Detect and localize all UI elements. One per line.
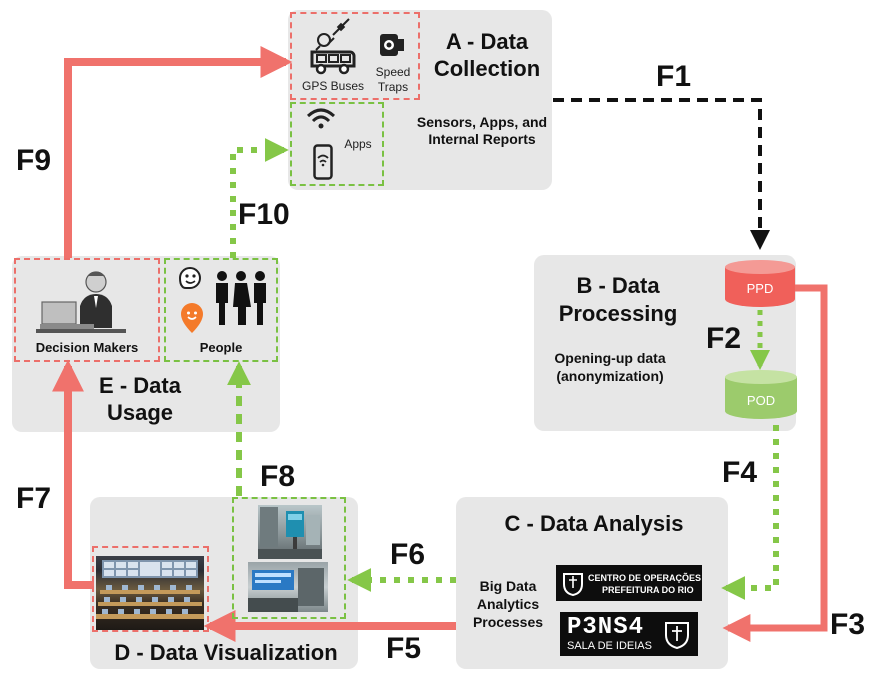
control-room-picture [96,560,204,619]
smartphone-icon [313,144,333,180]
flow-f6-label: F6 [390,538,426,571]
apps-label: Apps [344,137,372,151]
ppd-database-icon [725,260,795,307]
decision-makers-label: Decision Makers [35,340,139,355]
flow-f7-label: F7 [16,482,52,515]
panel-c-subtitle-line1: Big Data [479,578,537,594]
station-display-image [248,562,328,612]
flow-f4-arrow [721,425,779,600]
panel-a-title-line1: A - Data [445,29,529,54]
wifi-icon [306,108,336,129]
apps-box [290,102,384,186]
panel-c-title: C - Data Analysis [504,511,684,536]
rio-crest-icon [563,573,583,596]
station-display-picture [248,568,324,612]
flow-f1-arrow [553,98,770,250]
panel-c-subtitle-line2: Analytics [476,596,540,612]
speed-camera-icon [380,34,404,56]
panel-a-title-line2: Collection [433,56,541,81]
panel-e-title-line1: E - Data [99,373,181,398]
panel-c-subtitle-line3: Processes [472,614,544,630]
ppd-label: PPD [746,281,774,296]
flow-f9-label: F9 [16,144,52,177]
pod-label: POD [746,393,776,408]
decision-maker-icon [36,271,126,333]
satellite-icon [332,18,350,36]
p3ns4-logo-text: P3NS4 [567,614,645,641]
flow-f9-arrow [64,46,293,258]
flow-f8-label: F8 [260,460,296,493]
control-room-box [92,546,209,632]
people-label: People [199,340,243,355]
public-displays-box [232,497,346,619]
panel-b-subtitle-line1: Opening-up data [554,350,666,366]
p3ns4-logo: P3NS4 SALA DE IDEIAS [560,612,698,656]
flow-f10-arrow [230,138,289,258]
panel-b-subtitle-line2: (anonymization) [556,368,664,384]
flow-f5-label: F5 [386,632,422,665]
flow-f2-label: F2 [706,322,742,355]
flow-f7-arrow [52,359,94,589]
panel-d-title: D - Data Visualization [114,640,338,665]
ppd-database: PPD [724,259,796,309]
rio-crest-icon-small [665,622,689,649]
centro-logo-line2: PREFEITURA DO RIO [602,585,694,595]
street-display-picture [258,507,322,559]
street-display-image [258,505,322,559]
panel-b-title-line2: Processing [558,301,678,326]
flow-f1-label: F1 [656,60,692,93]
pod-database: POD [724,369,798,421]
people-group-icon [216,271,266,325]
sala-ideias-text: SALA DE IDEIAS [567,640,652,652]
pod-database-icon [725,370,797,419]
bus-icon [310,33,356,75]
panel-e-title-line2: Usage [106,400,174,425]
speed-traps-label-line2: Traps [377,80,409,94]
panel-b-title-line1: B - Data [576,273,660,298]
location-pin-icon [181,303,203,333]
decision-makers-box [14,258,160,362]
flow-f3-arrow [722,284,828,642]
speed-traps-label-line1: Speed [375,65,411,79]
people-box [164,258,278,362]
panel-a-subtitle: Sensors, Apps, and Internal Reports [416,114,548,147]
flow-f4-label: F4 [722,456,758,489]
sensors-box [290,12,420,100]
gps-buses-label: GPS Buses [301,79,365,93]
flow-f10-label: F10 [238,198,290,231]
centro-logo-line1: CENTRO DE OPERAÇÕES [588,573,702,583]
flow-f3-label: F3 [830,608,866,641]
waze-icon [178,267,202,289]
control-room-image [96,556,204,630]
centro-operacoes-logo: CENTRO DE OPERAÇÕES PREFEITURA DO RIO [556,565,702,601]
